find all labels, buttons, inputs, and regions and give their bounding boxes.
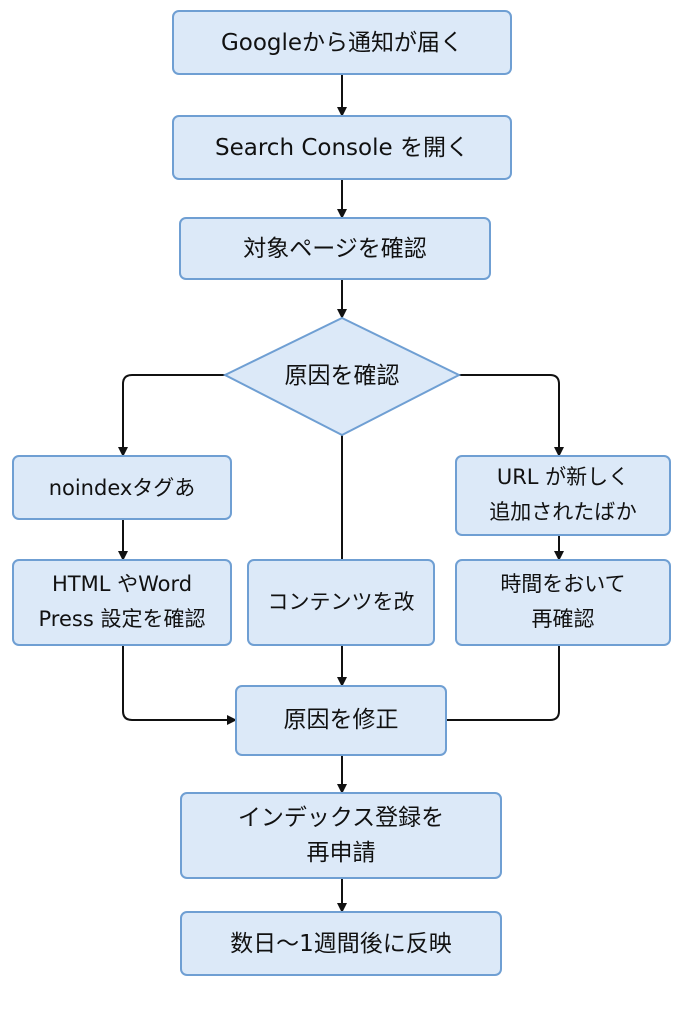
node-noindex-tag: noindexタグあ	[12, 455, 232, 520]
node-content-fix-box	[247, 559, 435, 646]
node-google-notice-label: Googleから通知が届く	[221, 30, 463, 56]
node-reflect-box	[180, 911, 502, 976]
node-google-notice: Googleから通知が届く	[172, 10, 512, 75]
node-wait-recheck-label-line1: 時間をおいて	[500, 572, 625, 596]
node-reflect: 数日〜1週間後に反映	[180, 911, 502, 976]
node-open-console: Search Console を開く	[172, 115, 512, 180]
node-content-fix-label: コンテンツを改	[268, 590, 415, 614]
node-wait-recheck-box	[455, 559, 671, 646]
node-check-page: 対象ページを確認	[179, 217, 491, 280]
node-check-cause-label: 原因を確認	[285, 363, 400, 389]
node-google-notice-box	[172, 10, 512, 75]
node-fix-cause-label: 原因を修正	[284, 707, 399, 733]
line-wait-to-fix	[446, 645, 560, 721]
node-check-cause: 原因を確認	[222, 316, 462, 437]
node-check-page-box	[179, 217, 491, 280]
node-check-cause-diamond	[222, 316, 462, 437]
arrow-html-to-fix	[122, 645, 237, 725]
node-url-new-box	[455, 455, 671, 536]
node-noindex-tag-box	[12, 455, 232, 520]
node-html-wordpress-box	[12, 559, 232, 646]
node-open-console-label: Search Console を開く	[215, 135, 469, 161]
arrow-decision-to-url-new	[459, 374, 564, 457]
node-request-index-label-line1: インデックス登録を	[238, 805, 444, 831]
node-reflect-label: 数日〜1週間後に反映	[230, 931, 452, 957]
node-html-wordpress-label-line2: Press 設定を確認	[39, 607, 206, 631]
node-fix-cause-box	[235, 685, 447, 756]
node-check-page-label: 対象ページを確認	[243, 236, 427, 262]
node-noindex-tag-label: noindexタグあ	[49, 476, 196, 500]
edges	[118, 74, 564, 913]
node-fix-cause: 原因を修正	[235, 685, 447, 756]
node-html-wordpress: HTML やWord Press 設定を確認	[12, 559, 232, 646]
arrow-decision-to-noindex	[118, 374, 225, 457]
node-url-new: URL が新しく 追加されたばか	[455, 455, 671, 536]
node-wait-recheck-label-line2: 再確認	[532, 607, 595, 631]
node-content-fix: コンテンツを改	[247, 559, 435, 646]
node-url-new-label-line2: 追加されたばか	[489, 500, 636, 524]
node-url-new-label-line1: URL が新しく	[497, 465, 629, 489]
node-request-index-label-line2: 再申請	[307, 840, 376, 866]
node-request-index-box	[180, 792, 502, 879]
node-open-console-box	[172, 115, 512, 180]
node-wait-recheck: 時間をおいて 再確認	[455, 559, 671, 646]
node-request-index: インデックス登録を 再申請	[180, 792, 502, 879]
node-html-wordpress-label-line1: HTML やWord	[52, 572, 192, 596]
